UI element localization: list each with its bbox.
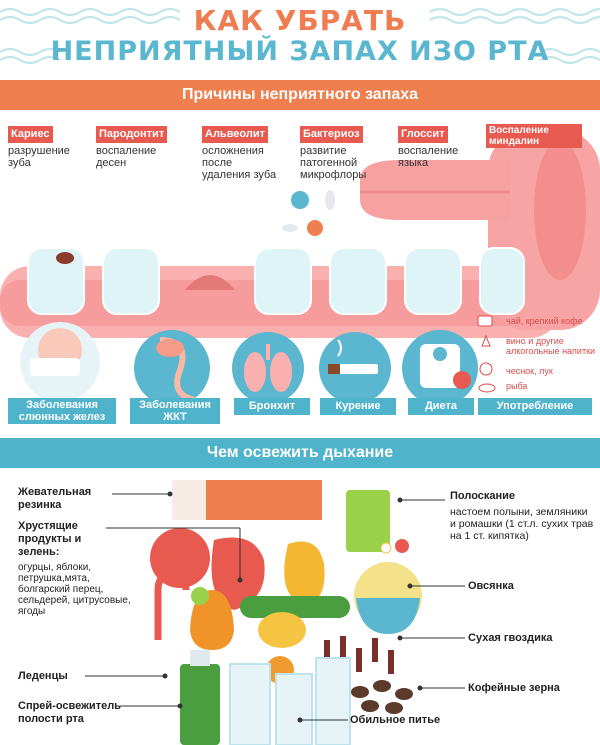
remedy-gum: Жевательная резинка — [18, 486, 92, 511]
cause-bacteriosis-desc: развитие патогенной микрофлоры — [300, 145, 367, 181]
cause-periodontitis-desc: воспаление десен — [96, 145, 157, 169]
remedy-lollipops: Леденцы — [18, 670, 68, 682]
factor-bronchitis-label: Бронхит — [234, 398, 310, 415]
remedy-crunchy-list: огурцы, яблоки, петрушка,мята, болгарски… — [18, 562, 131, 617]
cause-bacteriosis: Бактериоз развитие патогенной микрофлоры — [300, 124, 390, 181]
factor-smoking-label: Курение — [320, 398, 396, 415]
remedy-coffee-beans: Кофейные зерна — [468, 682, 560, 694]
remedy-spray: Спрей-освежитель полости рта — [18, 700, 121, 725]
consumption-tea-coffee: чай, крепкий кофе — [506, 316, 583, 326]
page-title-line2: НЕПРИЯТНЫЙ ЗАПАХ ИЗО РТА — [50, 36, 550, 67]
consumption-alcohol: вино и другие алкогольные напитки — [506, 336, 596, 356]
cause-glossitis: Глоссит воспаление языка — [398, 124, 480, 169]
mid-wave-decoration — [0, 48, 600, 64]
cause-bacteriosis-title: Бактериоз — [300, 126, 363, 143]
remedy-rinse-title: Полоскание — [450, 490, 516, 502]
remedies-illustration — [150, 480, 422, 745]
consumption-fish: рыба — [506, 381, 528, 391]
remedy-rinse-desc: настоем полыни, земляники и ромашки (1 с… — [450, 506, 594, 542]
cause-alveolitis-desc: осложнения после удаления зуба — [202, 145, 277, 181]
factor-gi-label: Заболевания ЖКТ — [130, 398, 220, 424]
cause-caries-title: Кариес — [8, 126, 53, 143]
cause-glossitis-desc: воспаление языка — [398, 145, 459, 169]
remedy-crunchy-title: Хрустящие продукты и зелень: — [18, 520, 82, 558]
factor-salivary-label: Заболевания слюнных желез — [8, 398, 116, 424]
cause-glossitis-title: Глоссит — [398, 126, 448, 143]
cause-periodontitis: Пародонтит воспаление десен — [96, 124, 186, 169]
causes-banner: Причины неприятного запаха — [0, 80, 600, 110]
factor-diet-label: Диета — [408, 398, 474, 415]
mouth-illustration — [0, 130, 600, 406]
remedy-cloves: Сухая гвоздика — [468, 632, 553, 644]
cause-tonsillitis-title: Воспаление миндалин — [486, 124, 582, 148]
consumption-garlic-onion: чеснок, лук — [506, 366, 553, 376]
cause-periodontitis-title: Пародонтит — [96, 126, 168, 143]
fresh-breath-banner: Чем освежить дыхание — [0, 438, 600, 468]
cause-alveolitis: Альвеолит осложнения после удаления зуба — [202, 124, 282, 181]
cause-caries: Кариес разрушение зуба — [8, 124, 86, 169]
page-title-line1: КАК УБРАТЬ — [193, 4, 407, 37]
cause-alveolitis-title: Альвеолит — [202, 126, 269, 143]
factor-consumption-label: Употребление — [478, 398, 592, 415]
top-wave-decoration — [0, 8, 600, 24]
cause-caries-desc: разрушение зуба — [8, 145, 70, 169]
remedy-oatmeal: Овсянка — [468, 580, 514, 592]
remedy-drinking: Обильное питье — [350, 714, 441, 726]
